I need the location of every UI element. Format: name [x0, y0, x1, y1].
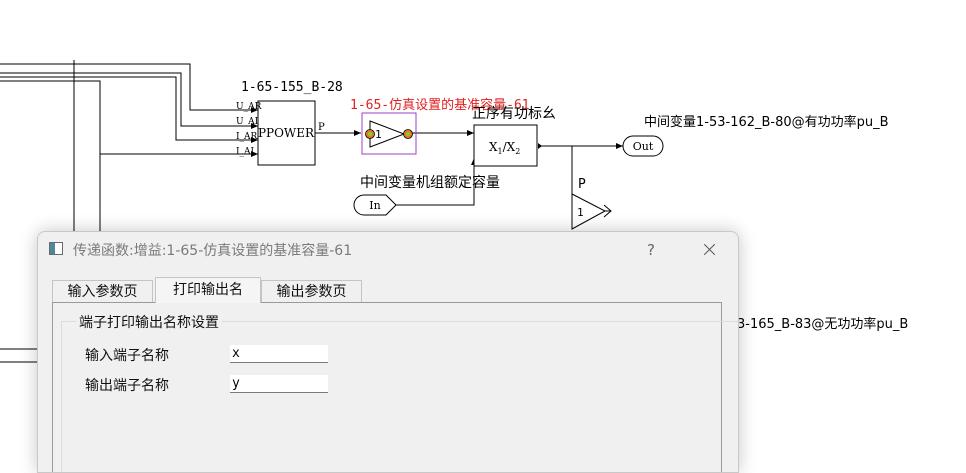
terminal-names-group: 端子打印输出名称设置: [61, 312, 738, 472]
gain-input-port-center: [368, 132, 372, 136]
in-signal-name: 中间变量机组额定容量: [360, 174, 500, 191]
in-terminal-text: In: [369, 199, 380, 212]
divide-x1: X: [489, 140, 498, 154]
output-terminal-label: 输出端子名称: [85, 378, 169, 394]
ppower-input-4: I_AI: [236, 147, 255, 157]
gain-block-selected[interactable]: 1: [361, 112, 417, 155]
ppower-block[interactable]: PPOWER 1-65-155_B-28 U_AR U_AI I_AR I_AI…: [236, 80, 343, 166]
in-terminal[interactable]: In: [353, 194, 397, 216]
p-gain-label: P: [578, 177, 586, 192]
ppower-name: PPOWER: [258, 126, 315, 140]
dialog-title: 传递函数:增益:1-65-仿真设置的基准容量-61: [73, 243, 353, 259]
ppower-input-2: U_AI: [236, 117, 259, 127]
ppower-output-label: P: [318, 122, 325, 133]
out-signal-name: 中间变量1-53-162_B-80@有功功率pu_B: [644, 114, 889, 130]
gain-title: 1-65-仿真设置的基准容量-61: [350, 97, 530, 113]
divide-sub1: 1: [498, 147, 503, 156]
gain-value: 1: [375, 128, 382, 141]
transfer-function-dialog: 传递函数:增益:1-65-仿真设置的基准容量-61 ? 输入参数页 打印输出名 …: [37, 231, 739, 473]
group-title: 端子打印输出名称设置: [76, 312, 222, 332]
app-icon: [49, 242, 63, 255]
divide-title: 正序有功标幺: [472, 106, 556, 122]
close-icon[interactable]: [694, 238, 724, 262]
gain-output-port-center: [406, 132, 410, 136]
divide-block[interactable]: X1/X2: [473, 124, 542, 167]
p-gain-block[interactable]: 1: [571, 193, 612, 230]
input-terminal-label: 输入端子名称: [85, 348, 169, 364]
input-terminal-field[interactable]: [230, 345, 328, 363]
tab-output-params[interactable]: 输出参数页: [261, 280, 362, 302]
ppower-id-label: 1-65-155_B-28: [241, 80, 343, 95]
tab-print-output-names[interactable]: 打印输出名: [155, 277, 261, 303]
dialog-titlebar[interactable]: 传递函数:增益:1-65-仿真设置的基准容量-61 ?: [38, 232, 738, 268]
signal-wires: [0, 60, 623, 363]
help-button[interactable]: ?: [647, 241, 655, 259]
tab-panel: 端子打印输出名称设置 输入端子名称 输出端子名称: [52, 302, 738, 472]
out-terminal-text: Out: [633, 140, 654, 153]
out-terminal[interactable]: Out: [622, 135, 664, 157]
partial-signal-label: 3-165_B-83@无功功率pu_B: [737, 316, 908, 332]
diagram-canvas[interactable]: PPOWER 1-65-155_B-28 U_AR U_AI I_AR I_AI…: [0, 0, 966, 453]
divide-sub2: 2: [515, 147, 520, 156]
ppower-input-1: U_AR: [236, 102, 262, 112]
output-terminal-field[interactable]: [230, 375, 328, 393]
p-gain-value: 1: [577, 206, 584, 219]
divide-slash: /X: [503, 140, 516, 154]
ppower-input-3: I_AR: [236, 132, 258, 142]
tab-input-params[interactable]: 输入参数页: [52, 280, 153, 302]
svg-text:X1/X2: X1/X2: [489, 140, 520, 156]
